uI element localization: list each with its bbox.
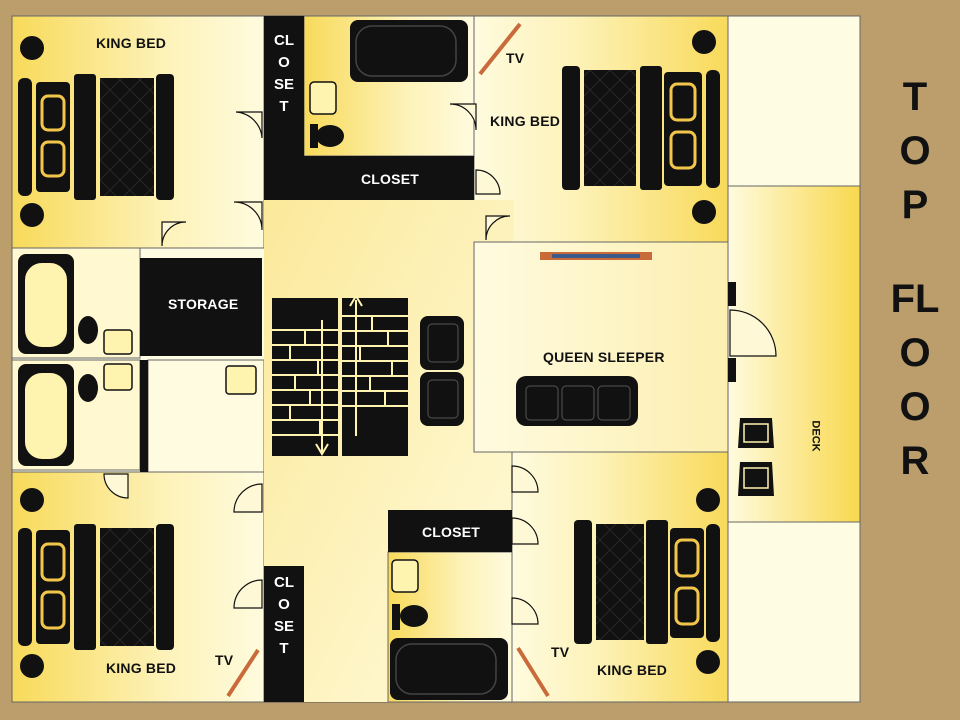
- sink-left-2: [103, 363, 133, 391]
- bed-sw: [18, 488, 174, 678]
- armchairs: [420, 316, 464, 426]
- toilet-left-2: [78, 374, 98, 402]
- bed-se-label: KING BED: [597, 662, 668, 678]
- sink-top: [309, 81, 337, 115]
- closet-bottom-v: [264, 566, 304, 702]
- sink-vanity: [225, 365, 257, 395]
- storage-label: STORAGE: [168, 296, 239, 312]
- closet-top-h: [264, 156, 474, 200]
- room-right-bottom: [727, 521, 861, 703]
- toilet-left-1: [78, 316, 98, 344]
- closet-bottom-v-label: CLOSET: [274, 574, 295, 657]
- closet-mid-label: CLOSET: [422, 524, 480, 540]
- sink-bottom: [391, 559, 419, 593]
- bed-se: [574, 488, 720, 674]
- bed-nw-label: KING BED: [96, 35, 167, 51]
- bed-sw-label: KING BED: [106, 660, 177, 676]
- tv-sw: [226, 648, 260, 698]
- storage-block: [140, 258, 262, 356]
- bed-ne-label: KING BED: [490, 113, 561, 129]
- divider-bath: [140, 360, 148, 472]
- toilet-bottom: [400, 605, 428, 627]
- title-line-2: FLOOR: [890, 277, 940, 483]
- tv-se-label: TV: [551, 644, 570, 660]
- tv-se: [516, 646, 550, 698]
- deck-label: DECK: [809, 420, 822, 452]
- sink-left-1: [103, 329, 133, 355]
- toilet-top: [316, 125, 344, 147]
- closet-top-h-label: CLOSET: [361, 171, 419, 187]
- closet-mid: [388, 510, 512, 552]
- bathtub-top: [350, 20, 468, 82]
- bed-nw: [18, 36, 174, 227]
- deck-chairs: [738, 418, 774, 496]
- closet-top-v-label: CLOSET: [274, 32, 295, 115]
- title-line-1: TOP: [899, 75, 931, 227]
- toilet-top-tank: [310, 124, 318, 148]
- bed-ne: [562, 30, 720, 224]
- room-right-top: [727, 15, 861, 187]
- living-label: QUEEN SLEEPER: [543, 349, 665, 365]
- tv-ne: [478, 22, 522, 76]
- queen-sleeper-sofa: [516, 376, 638, 426]
- page-title: TOP FLOOR: [890, 70, 940, 488]
- stairs: [272, 294, 408, 456]
- bathtub-bottom: [390, 638, 508, 700]
- tv-sw-label: TV: [215, 652, 234, 668]
- title-gap: [890, 232, 940, 272]
- tv-ne-label: TV: [506, 50, 525, 66]
- doors: [103, 103, 777, 625]
